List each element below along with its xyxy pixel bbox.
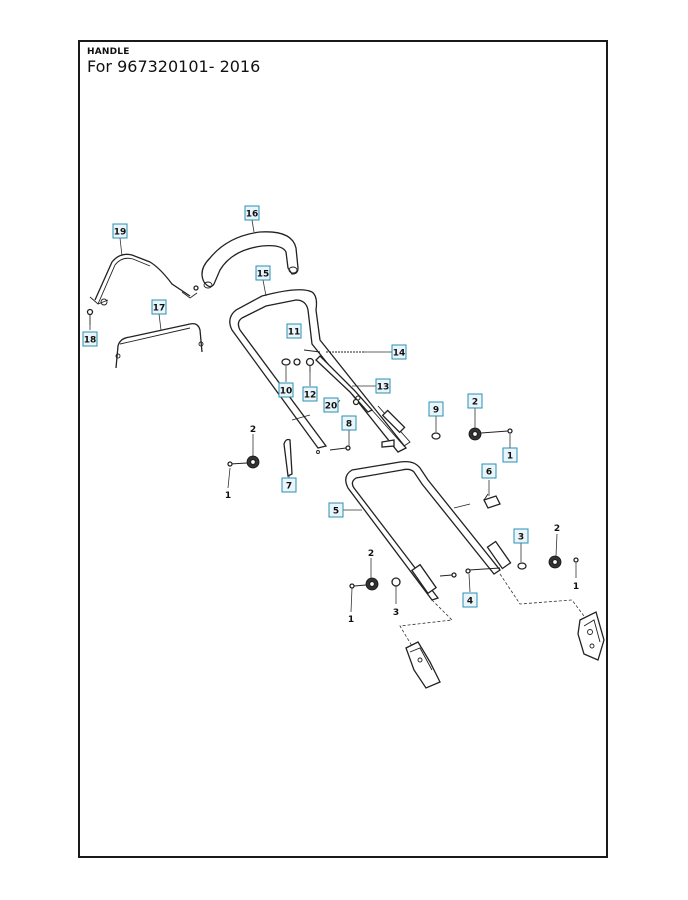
callout-plain-1-lower-left: 1 [348,615,354,625]
alignment-lines [399,573,585,647]
part-13-cable [315,355,411,447]
callout-17: 17 [153,304,166,314]
bracket-right [577,611,605,661]
callout-plain-2-lower-left: 2 [368,549,374,559]
callout-box-5: 5 [328,502,344,518]
callout-1: 1 [507,452,513,462]
callout-18: 18 [84,336,97,346]
callout-12: 12 [304,391,317,401]
part-18-screw [86,308,94,325]
callout-11: 11 [288,328,301,338]
part-6-cable-clip [483,493,501,509]
callout-box-10: 10 [278,382,294,398]
callout-box-3a: 3 [513,528,529,544]
callout-box-9: 9 [428,401,444,417]
part-16-handle-grip [193,231,299,291]
callout-14: 14 [393,349,406,359]
callout-box-4: 4 [462,592,478,608]
callout-box-6: 6 [481,463,497,479]
callout-9: 9 [433,406,439,416]
callout-plain-1-upper-left: 1 [225,491,231,501]
knob-upper-left [227,455,260,469]
callout-7: 7 [286,482,292,492]
callout-box-19: 19 [112,223,128,239]
callout-15: 15 [257,270,270,280]
page-subtitle: For 967320101- 2016 [87,57,261,76]
callout-4: 4 [467,597,473,607]
callout-box-7: 7 [281,477,297,493]
parts-10-11-12-14-hardware [281,349,364,406]
callout-8: 8 [346,420,352,430]
part-15-upper-handle [229,289,408,454]
callout-box-1a: 1 [502,447,518,463]
callout-20: 20 [325,402,338,412]
page-frame [78,40,608,858]
callout-box-11: 11 [286,323,302,339]
parts-7-8-9-hardware [283,432,441,477]
callout-3: 3 [518,533,524,543]
leader-lines [89,219,577,613]
part-19-control-bail [89,253,198,306]
callout-16: 16 [246,210,259,220]
part-17-lower-bail [115,322,204,369]
knob-lower-right [465,555,579,574]
callout-box-20: 20 [323,397,339,413]
callout-plain-2-lower-right: 2 [554,524,560,534]
callout-box-17: 17 [151,299,167,315]
knob-lower-left [349,572,457,591]
callout-box-8: 8 [341,415,357,431]
callout-box-14: 14 [391,344,407,360]
callout-box-12: 12 [302,386,318,402]
callout-19: 19 [114,228,127,238]
callout-plain-1-lower-right: 1 [573,582,579,592]
bracket-left [405,641,441,689]
callout-5: 5 [333,507,339,517]
callout-box-15: 15 [255,265,271,281]
callout-box-18: 18 [82,331,98,347]
callout-10: 10 [280,387,293,397]
part-5-lower-handle [345,460,512,601]
callout-box-16: 16 [244,205,260,221]
callout-6: 6 [486,468,492,478]
knob-upper-right [468,427,513,441]
callout-box-2a: 2 [467,393,483,409]
callout-plain-3-lower-left: 3 [393,608,399,618]
callout-box-13: 13 [375,378,391,394]
callout-13: 13 [377,383,390,393]
callout-2: 2 [472,398,478,408]
page-title: HANDLE [87,47,130,57]
callout-plain-2-upper-left: 2 [250,425,256,435]
